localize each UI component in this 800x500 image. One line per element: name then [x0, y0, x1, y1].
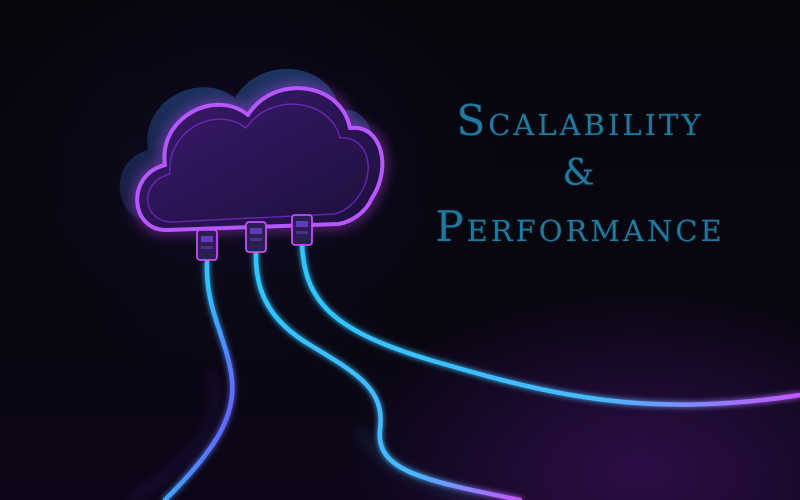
cable-reflection: [129, 369, 481, 500]
headline: Scalability & Performance: [400, 100, 760, 248]
headline-line-3: Performance: [435, 202, 725, 251]
headline-ampersand: &: [562, 153, 598, 194]
ethernet-plug-icon: [196, 214, 313, 261]
network-cables: [162, 242, 800, 500]
headline-line-1: Scalability: [456, 96, 704, 145]
